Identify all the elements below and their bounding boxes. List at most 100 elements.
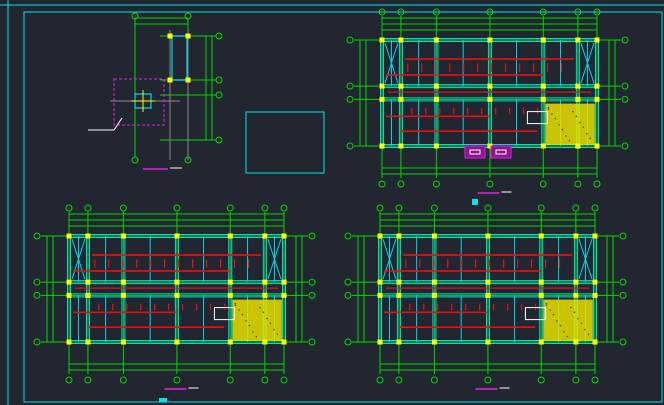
grid-bubble xyxy=(65,204,73,212)
hatch-dot xyxy=(551,113,553,115)
grid-bubble xyxy=(280,204,288,212)
grid-bubble xyxy=(308,278,316,286)
grid-bubble xyxy=(33,232,41,240)
column-node xyxy=(85,233,91,239)
column-node xyxy=(66,339,72,345)
column-node xyxy=(540,96,546,102)
foundation-inner xyxy=(495,149,507,155)
column-node xyxy=(540,143,546,149)
hatch-dot xyxy=(573,311,576,314)
grid-bubble xyxy=(430,376,438,384)
column-node xyxy=(120,233,126,239)
hatch-dot xyxy=(587,333,590,336)
column-node xyxy=(431,292,437,298)
column-node xyxy=(281,233,287,239)
grid-bubble xyxy=(378,180,386,188)
plan-bottom-left[interactable] xyxy=(33,204,316,390)
column-node xyxy=(377,233,383,239)
foundation-box xyxy=(490,145,512,159)
grid-bubble xyxy=(432,8,440,16)
grid-bubble xyxy=(344,338,352,346)
hatch-dot xyxy=(584,328,586,331)
plan-bottom-right[interactable] xyxy=(344,204,627,390)
column-node xyxy=(85,279,91,285)
hatch-dot xyxy=(586,132,588,135)
column-node xyxy=(85,292,91,298)
column-node xyxy=(227,279,233,285)
column-node xyxy=(575,83,581,89)
grid-bubble xyxy=(591,376,599,384)
column-node xyxy=(227,233,233,239)
grid-bubble xyxy=(346,142,354,150)
grid-bubble xyxy=(261,204,269,212)
grid-bubble xyxy=(395,204,403,212)
column-node xyxy=(573,292,579,298)
column-node xyxy=(485,233,491,239)
grid-bubble xyxy=(119,204,127,212)
grid-bubble xyxy=(173,204,181,212)
column-node xyxy=(592,339,598,345)
grid-bubble xyxy=(33,278,41,286)
column-node xyxy=(592,279,598,285)
grid-bubble xyxy=(430,204,438,212)
grid-bubble xyxy=(432,180,440,188)
column-node xyxy=(594,96,600,102)
hatch-dot xyxy=(269,322,272,325)
plan-top-right[interactable] xyxy=(346,8,629,194)
column-node xyxy=(379,96,385,102)
title-block-box xyxy=(245,111,325,174)
detail-view[interactable] xyxy=(88,12,223,170)
detail-callout-box xyxy=(113,78,165,126)
column-node xyxy=(487,143,493,149)
column-node xyxy=(174,339,180,345)
hatch-dot xyxy=(580,322,583,325)
hatch-dot xyxy=(273,328,275,331)
column-node xyxy=(575,96,581,102)
hatch-dot xyxy=(266,317,268,320)
column-node xyxy=(167,77,173,83)
column-node xyxy=(398,37,404,43)
stair-cross xyxy=(578,238,593,280)
grid-bubble xyxy=(484,376,492,384)
hatch-dot xyxy=(582,126,585,129)
hatch-dot xyxy=(566,335,569,338)
elevator-outline xyxy=(213,307,235,321)
stair-cross xyxy=(382,238,397,280)
column-node xyxy=(120,292,126,298)
grid-bubble xyxy=(619,338,627,346)
grid-bubble xyxy=(226,376,234,384)
grid-bubble xyxy=(215,32,223,40)
hatch-dot xyxy=(549,309,551,311)
view-marker-icon xyxy=(472,199,478,205)
hatch-dot xyxy=(554,117,557,120)
column-node xyxy=(433,83,439,89)
grid-bubble xyxy=(215,91,223,99)
column-node xyxy=(398,143,404,149)
grid-bubble xyxy=(173,376,181,384)
column-node xyxy=(487,96,493,102)
grid-bubble xyxy=(621,95,629,103)
grid-bubble xyxy=(486,8,494,16)
hatch-dot xyxy=(234,302,237,305)
grid-bubble xyxy=(280,376,288,384)
grid-bubble xyxy=(65,376,73,384)
column-node xyxy=(538,279,544,285)
column-node xyxy=(262,233,268,239)
grid-bubble xyxy=(344,232,352,240)
column-node xyxy=(398,83,404,89)
grid-bubble xyxy=(395,376,403,384)
column-node xyxy=(573,279,579,285)
column-node xyxy=(262,279,268,285)
column-node xyxy=(185,33,191,39)
column-node xyxy=(396,279,402,285)
column-node xyxy=(377,339,383,345)
stair-cross xyxy=(71,238,86,280)
column-node xyxy=(120,339,126,345)
column-node xyxy=(227,339,233,345)
hatch-dot xyxy=(252,331,254,333)
column-node xyxy=(594,143,600,149)
column-node xyxy=(538,339,544,345)
column-node xyxy=(433,143,439,149)
grid-bubble xyxy=(376,376,384,384)
